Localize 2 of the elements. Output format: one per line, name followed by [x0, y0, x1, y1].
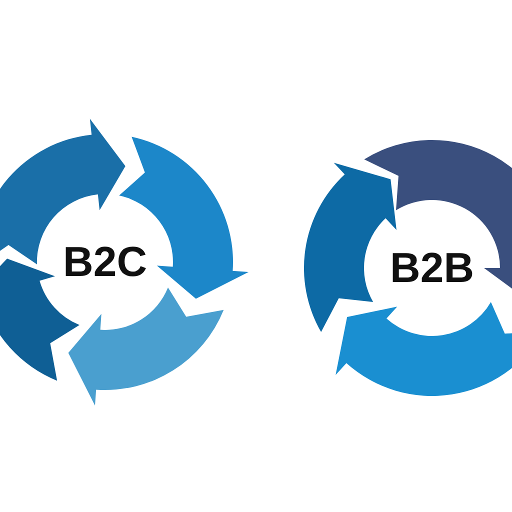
cycle-label: B2C — [63, 241, 148, 283]
cycle-label: B2B — [390, 247, 474, 289]
